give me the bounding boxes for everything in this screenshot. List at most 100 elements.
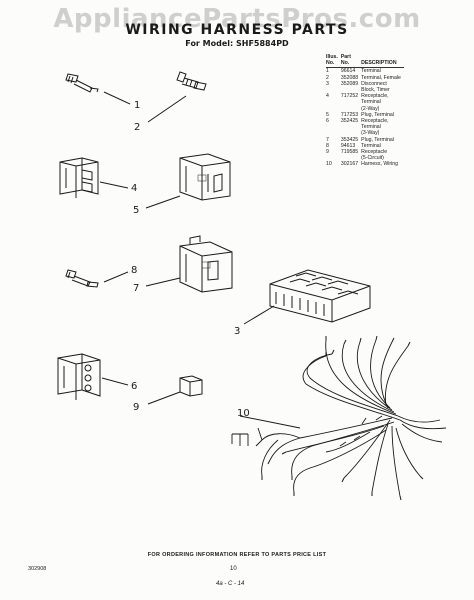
cell-description: Plug, Terminal	[361, 137, 404, 143]
cell-illus-no: 1	[326, 68, 329, 75]
part-4-receptacle-2way	[59, 157, 99, 198]
page-title: WIRING HARNESS PARTS	[125, 22, 349, 38]
cell-part-no: 352088	[340, 74, 359, 81]
cell-part-no: 302167	[340, 161, 359, 168]
cell-illus-no: 7	[326, 136, 329, 143]
cell-part-no: 352425	[340, 118, 359, 125]
callout-8: 8	[131, 265, 137, 276]
cell-part-no: 94613	[340, 142, 356, 149]
cell-description: Receptacle(5-Circuit)	[361, 149, 404, 161]
cell-illus-no: 3	[326, 80, 329, 87]
part-9-receptacle-5circuit	[179, 375, 203, 397]
cell-illus-no: 6	[326, 118, 329, 125]
cell-description: Terminal, Female	[361, 75, 404, 81]
cell-description: Terminal	[361, 68, 404, 75]
cell-part-no: 96614	[340, 68, 356, 75]
part-1-terminal	[65, 73, 99, 93]
callout-2: 2	[134, 122, 140, 133]
cell-description: Receptacle,Terminal(2-Way)	[361, 93, 404, 112]
description-line: Receptacle,	[361, 93, 389, 100]
part-2-female-terminal	[176, 71, 207, 91]
callout-5: 5	[133, 205, 139, 216]
cell-description: Receptacle,Terminal(3-Way)	[361, 118, 404, 137]
cell-description: Terminal	[361, 143, 404, 149]
callout-6: 6	[131, 381, 137, 392]
leader-line-9	[147, 391, 181, 405]
leader-line-10	[239, 415, 301, 429]
leader-line-1	[103, 91, 131, 105]
leader-line-6	[101, 377, 129, 386]
part-8-terminal	[65, 269, 99, 288]
description-line: Disconnect	[361, 80, 387, 87]
leader-line-7	[145, 277, 181, 287]
leader-line-5	[145, 195, 181, 209]
cell-illus-no: 4	[326, 93, 329, 100]
page-number: 10	[230, 566, 237, 572]
callout-4: 4	[131, 183, 137, 194]
cell-illus-no: 10	[326, 161, 332, 168]
col-header-illus: Illus.No.	[326, 54, 341, 69]
harness-wire-ends	[261, 335, 424, 501]
cell-illus-no: 5	[326, 111, 329, 118]
description-line: Harness, Wiring	[361, 161, 399, 168]
cell-illus-no: 9	[326, 149, 329, 156]
part-5-label-box	[197, 174, 207, 182]
part-10-wiring-harness	[231, 339, 447, 497]
leader-line-2	[147, 95, 187, 123]
part-7-label-box	[201, 261, 211, 269]
part-3-disconnect-block	[269, 269, 371, 323]
table-row: 8 94613 Terminal	[326, 143, 404, 149]
watermark: AppliancePartsPros.com	[53, 4, 421, 34]
callout-7: 7	[133, 283, 139, 294]
description-line: Plug, Terminal	[361, 111, 394, 118]
description-line: (2-Way)	[361, 105, 380, 112]
part-6-receptacle-3way	[57, 353, 101, 400]
description-line: Receptacle,	[361, 118, 389, 125]
cell-part-no: 717252	[340, 93, 359, 100]
ordering-note: FOR ORDERING INFORMATION REFER TO PARTS …	[147, 552, 327, 558]
cell-description: Plug, Terminal	[361, 112, 404, 118]
description-line: Terminal	[361, 142, 381, 149]
leader-line-4	[99, 181, 129, 189]
description-line: Terminal	[361, 124, 381, 131]
cell-description: Harness, Wiring	[361, 161, 404, 167]
description-line: Terminal, Female	[361, 74, 401, 81]
callout-1: 1	[134, 100, 140, 111]
document-code: 302908	[28, 566, 47, 572]
cell-part-no: 352089	[340, 80, 359, 87]
part-7-plug	[179, 235, 233, 293]
leader-line-8	[103, 271, 129, 283]
handwritten-note: 4a - C - 14	[216, 581, 245, 587]
col-header-description: DESCRIPTION	[361, 54, 404, 69]
model-subtitle: For Model: SHF5884PD	[185, 39, 289, 48]
table-row: 1 96614 Terminal	[326, 68, 404, 75]
cell-illus-no: 2	[326, 74, 329, 81]
description-line: (5-Circuit)	[361, 155, 384, 162]
description-line: (3-Way)	[361, 130, 380, 137]
part-5-plug	[179, 153, 231, 201]
callout-3: 3	[234, 326, 240, 337]
description-line: Plug, Terminal	[361, 136, 394, 143]
description-line: Receptacle	[361, 149, 388, 156]
description-line: Block, Timer	[361, 87, 390, 94]
callout-9: 9	[133, 402, 139, 413]
description-line: Terminal	[361, 68, 381, 75]
cell-illus-no: 8	[326, 142, 329, 149]
cell-part-no: 353425	[340, 136, 359, 143]
description-line: Terminal	[361, 99, 381, 106]
leader-line-3	[243, 305, 275, 325]
